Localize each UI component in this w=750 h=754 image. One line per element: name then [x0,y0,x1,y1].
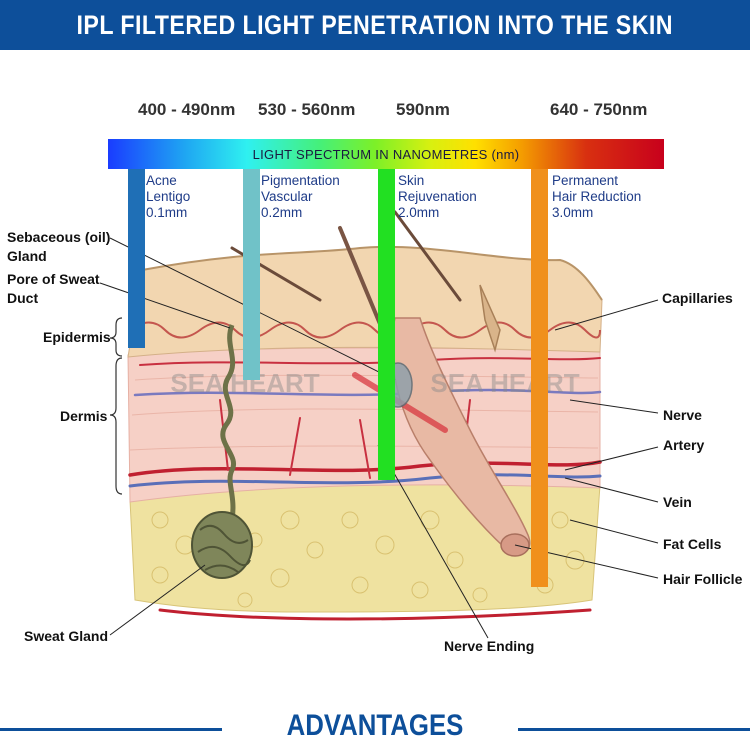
leader-nerve [569,399,659,414]
wavelength-label-red: 640 - 750nm [550,100,648,119]
advantages-section: ADVANTAGES [0,705,750,750]
wavelength-label-blue: 400 - 490nm [138,100,236,119]
leader-vein [564,477,659,503]
wavelength-label-cyan: 530 - 560nm [258,100,356,119]
fat-cells-texture [151,510,585,608]
leader-fat-cells [569,519,659,544]
label-sweat-gland: Sweat Gland [24,628,109,644]
advantages-rule-right [518,728,750,731]
vein-vessel [128,473,602,488]
leader-pore [99,282,231,329]
wavelength-label-green: 590nm [396,100,450,119]
leader-artery [564,446,659,471]
label-nerve: Nerve [663,407,702,423]
leader-sweat-gland [109,564,206,636]
penetration-bar-hair-reduction [531,169,548,587]
label-nerve-ending: Nerve Ending [444,638,535,654]
label-vein: Vein [663,494,692,510]
label-pore-of-sweat-duct: Pore of Sweat Duct [7,271,100,306]
label-dermis: Dermis [60,408,108,424]
penetration-bar-pigmentation [243,169,260,380]
epidermal-flap [479,284,501,353]
label-epidermis: Epidermis [43,329,111,345]
label-artery: Artery [663,437,705,453]
light-spectrum-bar: LIGHT SPECTRUM IN NANOMETRES (nm) [108,139,664,169]
advantages-heading: ADVANTAGES [286,709,464,742]
penetration-bar-skin-rejuvenation [378,169,395,480]
layer-brackets [109,317,123,495]
penetration-bar-acne [128,169,145,348]
leader-nerve-ending [377,444,489,639]
leader-capillaries [554,299,659,331]
page-title: IPL FILTERED LIGHT PENETRATION INTO THE … [76,9,674,40]
label-fat-cells: Fat Cells [663,536,722,552]
label-sebaceous-gland: Sebaceous (oil) Gland [7,229,111,264]
spectrum-label: LIGHT SPECTRUM IN NANOMETRES (nm) [252,146,520,162]
label-capillaries: Capillaries [662,290,733,306]
advantages-rule-left [0,728,222,731]
sweat-duct [220,324,236,521]
dermis-texture [129,374,599,451]
artery-vessel [128,460,602,477]
title-banner: IPL FILTERED LIGHT PENETRATION INTO THE … [0,0,750,50]
watermark-right: SEA HEART [430,368,579,398]
label-hair-follicle: Hair Follicle [663,571,743,587]
